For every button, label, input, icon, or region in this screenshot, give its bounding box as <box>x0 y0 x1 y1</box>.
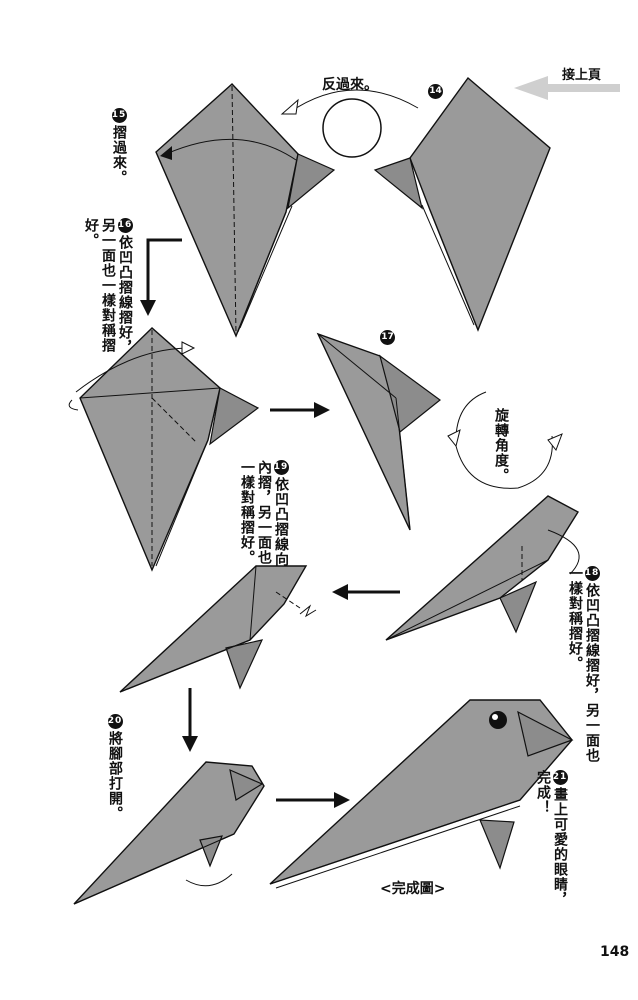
left-arrow-icon <box>332 584 400 600</box>
step-17-diagram <box>316 332 441 531</box>
flip-arrow-icon <box>280 89 419 158</box>
step-20-number: 20 <box>107 714 123 729</box>
step-16-label: 16依凹凸摺線摺好，另一面也一樣對稱摺好。 <box>82 218 133 368</box>
step-21-text: 畫上可愛的眼睛，完成！ <box>535 770 568 907</box>
step-14-number: 14 <box>428 84 443 99</box>
step-15-number: 15 <box>111 108 127 123</box>
page-number: 148 <box>600 944 630 960</box>
step-15-label: 15 摺過來。 <box>110 108 127 228</box>
step-16-number: 16 <box>117 218 133 233</box>
step-21-label: 21畫上可愛的眼睛，完成！ <box>534 770 568 920</box>
step-18-number: 18 <box>584 566 600 581</box>
step-18-text: 依凹凸摺線摺好，另一面也一樣對稱摺好。 <box>567 566 600 763</box>
down-arrow-icon <box>140 238 182 316</box>
right-arrow-icon <box>270 402 330 418</box>
step-16-text: 依凹凸摺線摺好，另一面也一樣對稱摺好。 <box>83 218 133 355</box>
finished-bird-diagram <box>269 699 574 889</box>
step-19-label: 19依凹凸摺線向內摺，另一面也一樣對稱摺好。 <box>238 460 289 570</box>
step-20-text: 將腳部打開。 <box>107 731 123 821</box>
step-21-number: 21 <box>552 770 568 785</box>
step-20-diagram <box>73 761 265 905</box>
down-arrow-icon <box>182 688 198 752</box>
step-15-diagram <box>155 83 336 338</box>
step-15-text: 摺過來。 <box>111 125 127 185</box>
continue-arrow-icon <box>514 76 620 100</box>
step-14-diagram <box>373 76 551 332</box>
eye-icon <box>489 711 507 729</box>
step-19-diagram <box>119 565 317 693</box>
continue-label: 接上頁 <box>562 68 602 83</box>
right-arrow-icon <box>276 792 350 808</box>
rotate-angle-label: 旋轉角度。 <box>493 408 509 483</box>
finished-label: <完成圖> <box>380 881 446 897</box>
step-18-diagram <box>385 495 580 641</box>
step-16-diagram <box>68 327 260 572</box>
step-18-label: 18依凹凸摺線摺好，另一面也一樣對稱摺好。 <box>566 566 600 766</box>
flip-over-label: 反過來。 <box>322 77 378 93</box>
step-17-number: 17 <box>380 330 395 345</box>
step-19-text: 依凹凸摺線向內摺，另一面也一樣對稱摺好。 <box>239 460 289 567</box>
rotate-arrow-icon <box>447 391 563 489</box>
step-20-label: 20 將腳部打開。 <box>106 714 123 834</box>
step-19-number: 19 <box>273 460 289 475</box>
